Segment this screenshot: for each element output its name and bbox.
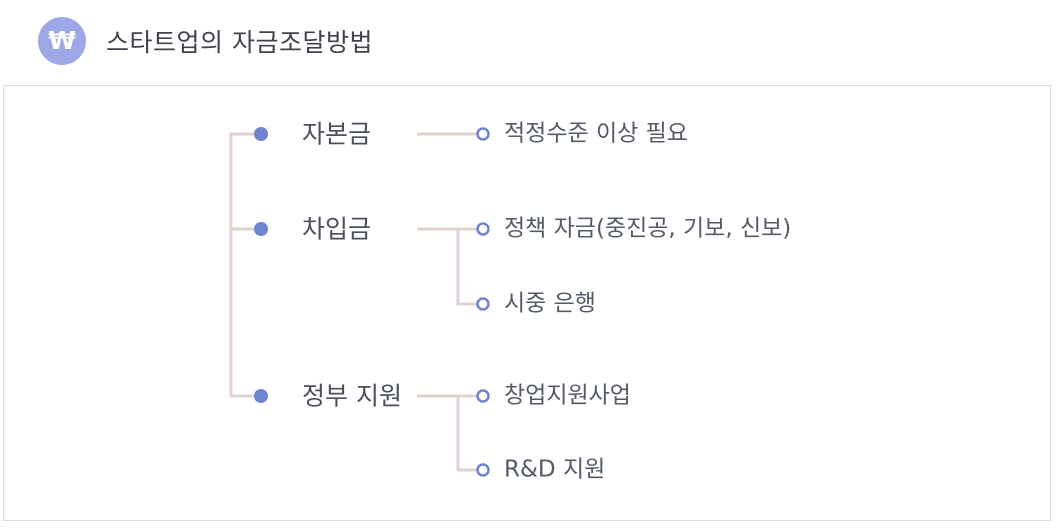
secondary-ring [476,389,490,403]
secondary-ring [476,297,490,311]
won-sign-icon: ₩ [38,17,86,65]
primary-dot [254,389,268,403]
primary-dot [254,127,268,141]
secondary-ring [476,127,490,141]
leaf-label: 정책 자금(중진공, 기보, 신보) [504,215,792,242]
branch-label: 자본금 [302,119,372,149]
secondary-ring [476,463,490,477]
branch-label: 정부 지원 [302,381,402,411]
leaf-label: R&D 지원 [504,456,606,483]
leaf-label: 적정수준 이상 필요 [504,120,688,147]
diagram-panel [3,85,1051,521]
header: ₩ 스타트업의 자금조달방법 [0,0,1057,84]
leaf-label: 창업지원사업 [504,382,631,409]
branch-label: 차입금 [302,214,372,244]
secondary-ring [476,222,490,236]
leaf-label: 시중 은행 [504,290,596,317]
page-title: 스타트업의 자금조달방법 [106,28,373,57]
primary-dot [254,222,268,236]
